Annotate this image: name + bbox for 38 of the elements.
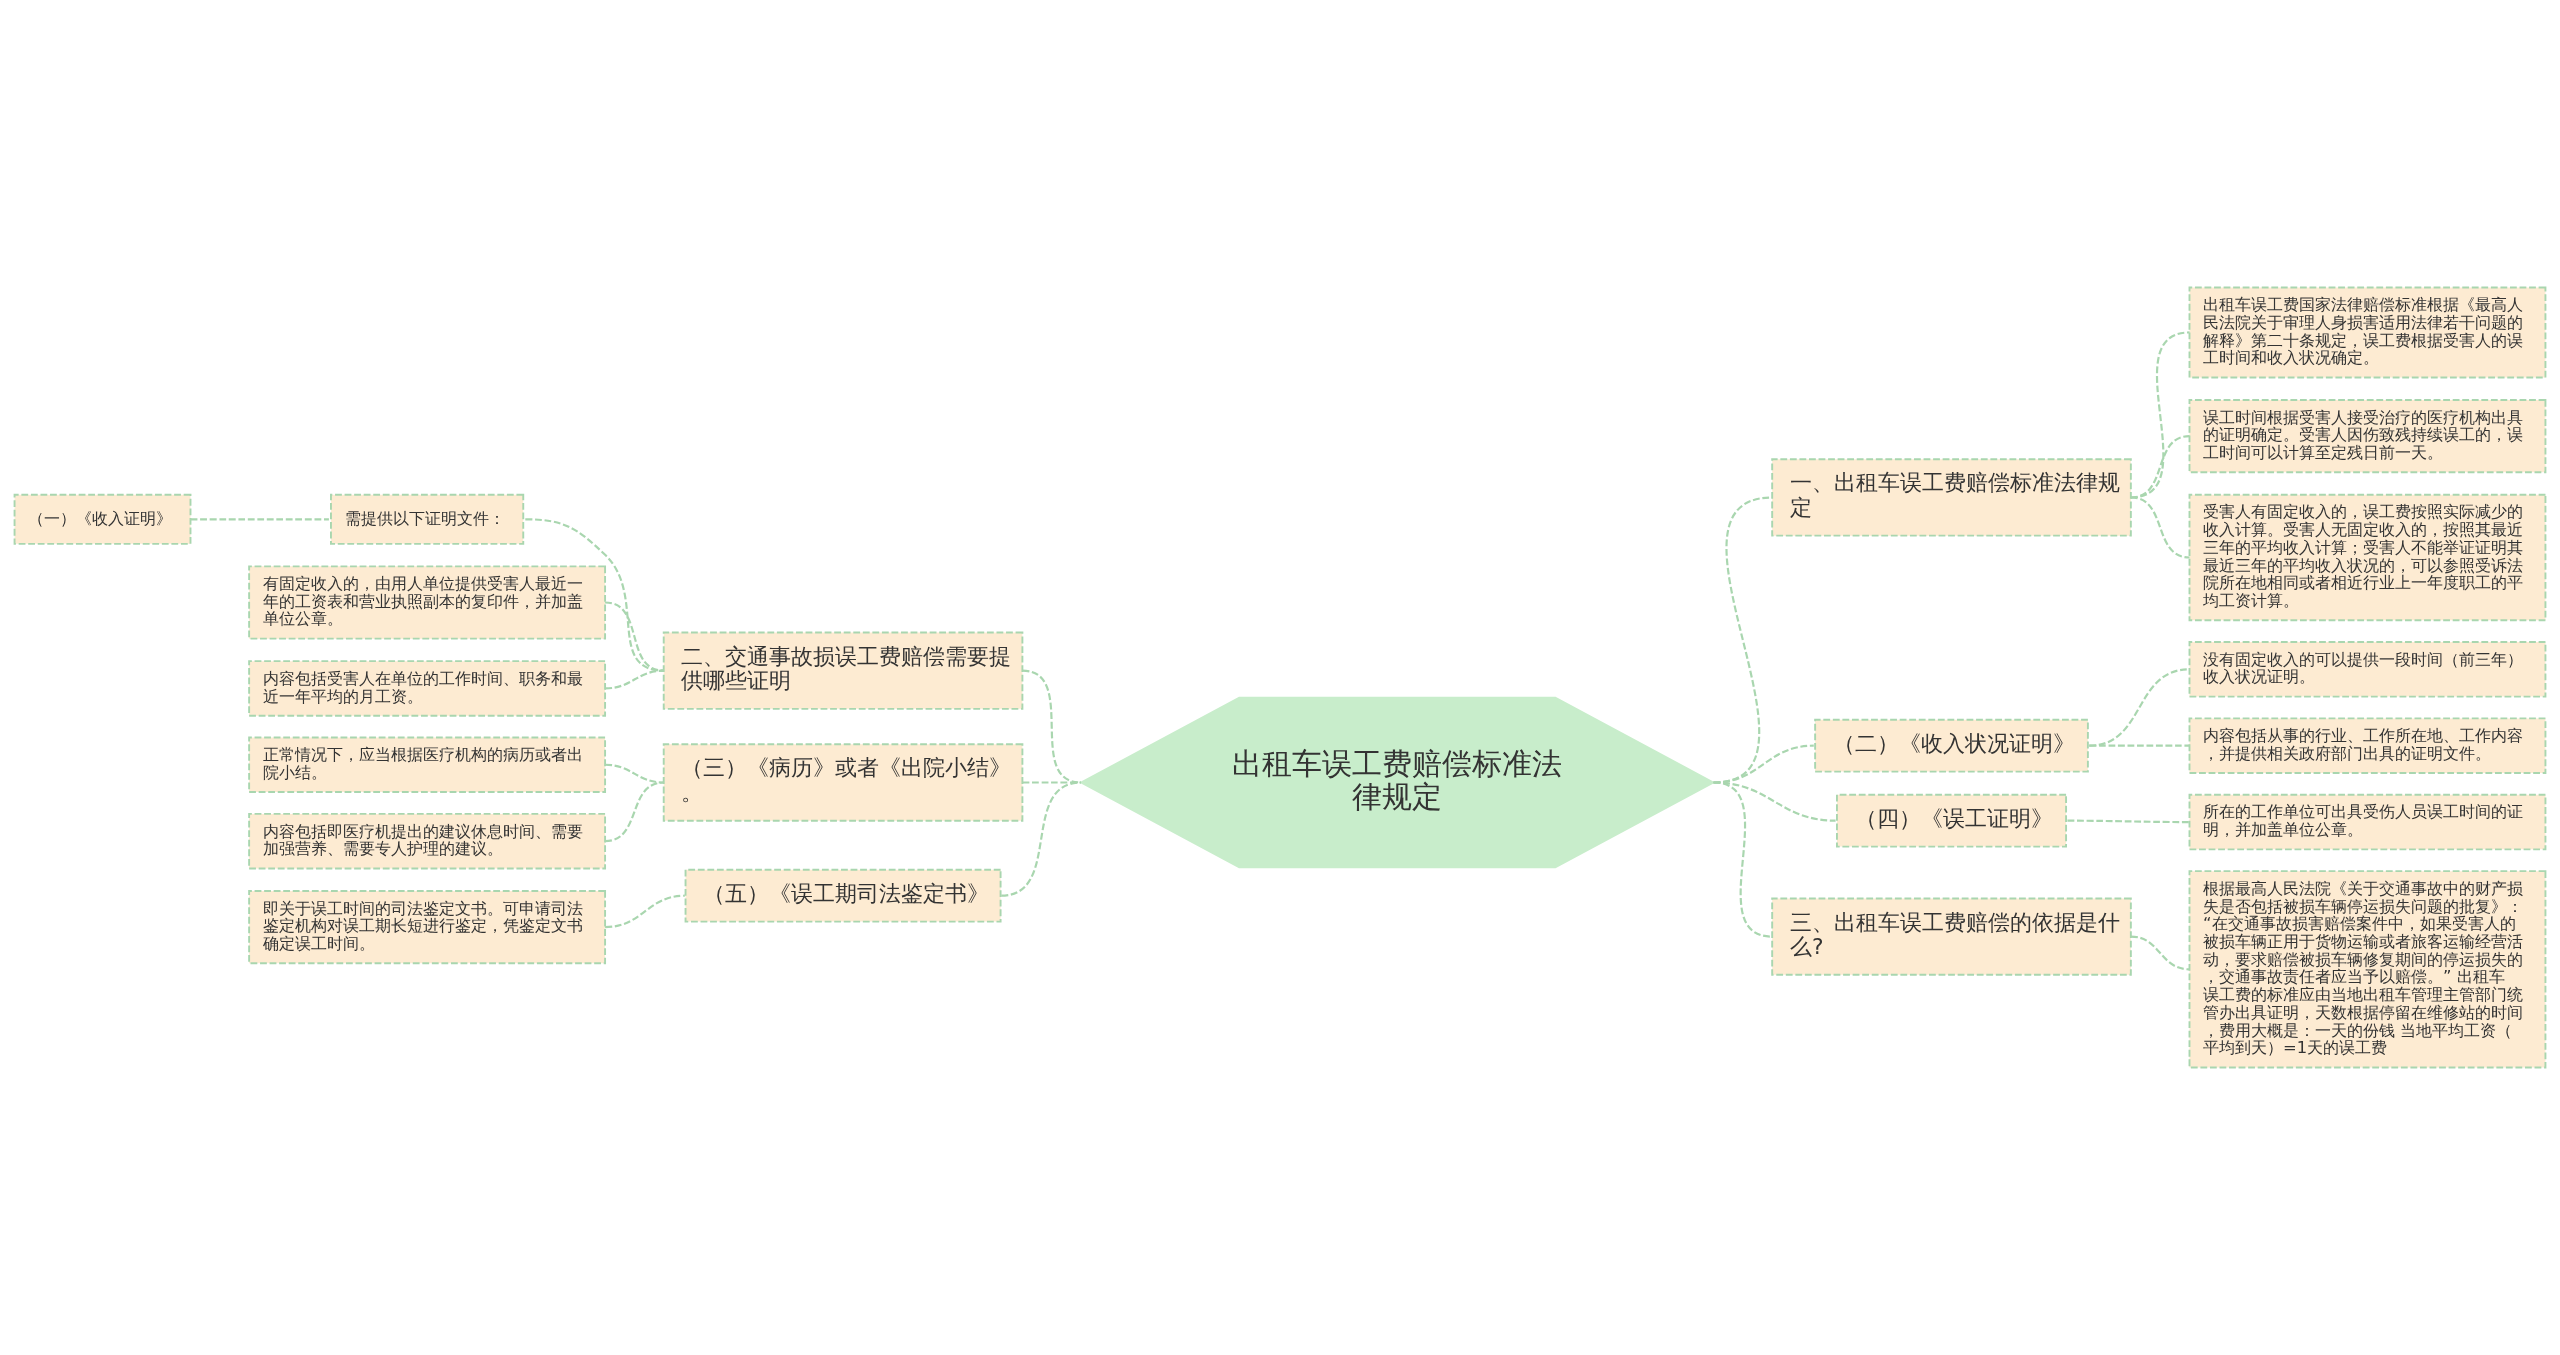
connector	[2130, 435, 2190, 499]
connector	[2089, 744, 2190, 747]
connector	[2130, 935, 2190, 971]
node-box: 没有固定收入的可以提供一段时间（前三年）收入状况证明。	[2188, 641, 2547, 698]
node-box: 一、出租车误工费赔偿标准法律规定	[1771, 458, 2132, 537]
node-box: （二）《收入状况证明》	[1814, 718, 2089, 773]
node-box: 误工时间根据受害人接受治疗的医疗机构出具的证明确定。受害人因伤致残持续误工的，误工时间可以计算至定残日前一天。	[2188, 399, 2547, 474]
connector	[2130, 496, 2190, 559]
connector	[2089, 668, 2190, 747]
connector	[1001, 781, 1082, 897]
connector	[604, 781, 664, 843]
node-box: 所在的工作单位可出具受伤人员误工时间的证明，并加盖单位公章。	[2188, 793, 2547, 851]
node-box: （五）《误工期司法鉴定书》	[684, 868, 1002, 923]
node-box: 有固定收入的，由用人单位提供受害人最近一年的工资表和营业执照副本的复印件，并加盖单位公章。	[248, 565, 607, 640]
node-box: 内容包括即医疗机提出的建议休息时间、需要加强营养、需要专人护理的建议。	[248, 812, 607, 870]
node-box: 需提供以下证明文件：	[330, 493, 525, 545]
node-box: 出租车误工费国家法律赔偿标准根据《最高人民法院关于审理人身损害适用法律若干问题的解释》第二十条规定，误工费根据受害人的误工时间和收入状况确定。	[2188, 286, 2547, 379]
node-box: 受害人有固定收入的，误工费按照实际减少的收入计算。受害人无固定收入的，按照其最近三年的平均收入计算；受害人不能举证证明其最近三年的平均收入状况的，可以参照受诉法院所在地相同或者相近行业上一年度职工的平均工资计算。	[2188, 493, 2547, 622]
node-box: 即关于误工时间的司法鉴定文书。可申请司法鉴定机构对误工期长短进行鉴定，凭鉴定文书确定误工时间。	[248, 889, 607, 965]
node-box: （三）《病历》或者《出院小结》。	[662, 743, 1024, 822]
connector	[1713, 781, 1836, 822]
connector	[2067, 819, 2190, 824]
connector	[1713, 781, 1773, 938]
node-box: 三、出租车误工费赔偿的依据是什么?	[1771, 897, 2132, 976]
connector	[605, 763, 664, 784]
node-box: 内容包括受害人在单位的工作时间、职务和最近一年平均的月工资。	[248, 660, 607, 717]
node-box: 内容包括从事的行业、工作所在地、工作内容，并提供相关政府部门出具的证明文件。	[2188, 717, 2547, 774]
node-box: 正常情况下，应当根据医疗机构的病历或者出院小结。	[248, 736, 607, 793]
connector	[190, 518, 329, 521]
connector	[525, 518, 664, 672]
connector	[605, 669, 664, 690]
connector	[2130, 331, 2190, 499]
connector	[604, 601, 664, 672]
connector	[605, 894, 685, 929]
node-box: （四）《误工证明》	[1836, 793, 2068, 848]
node-box: 根据最高人民法院《关于交通事故中的财产损失是否包括被损车辆停运损失问题的批复》：“在交通事故损害赔偿案件中，如果受害人的被损车辆正用于货物运输或者旅客运输经营活动，要求赔偿被损车辆修复期间的停运损失的，交通事故责任者应当予以赔偿。” 出租车误工费的标准应由当地出租车管理主管部门统管办出具证明，天数根据停留在维修站的时间，费用大概是：一天的份钱 当地平均工资（平均到天）=1天的误工费	[2188, 870, 2547, 1069]
node-box: 二、交通事故损误工费赔偿需要提供哪些证明	[662, 631, 1024, 710]
node-box: （一）《收入证明》	[13, 493, 192, 545]
